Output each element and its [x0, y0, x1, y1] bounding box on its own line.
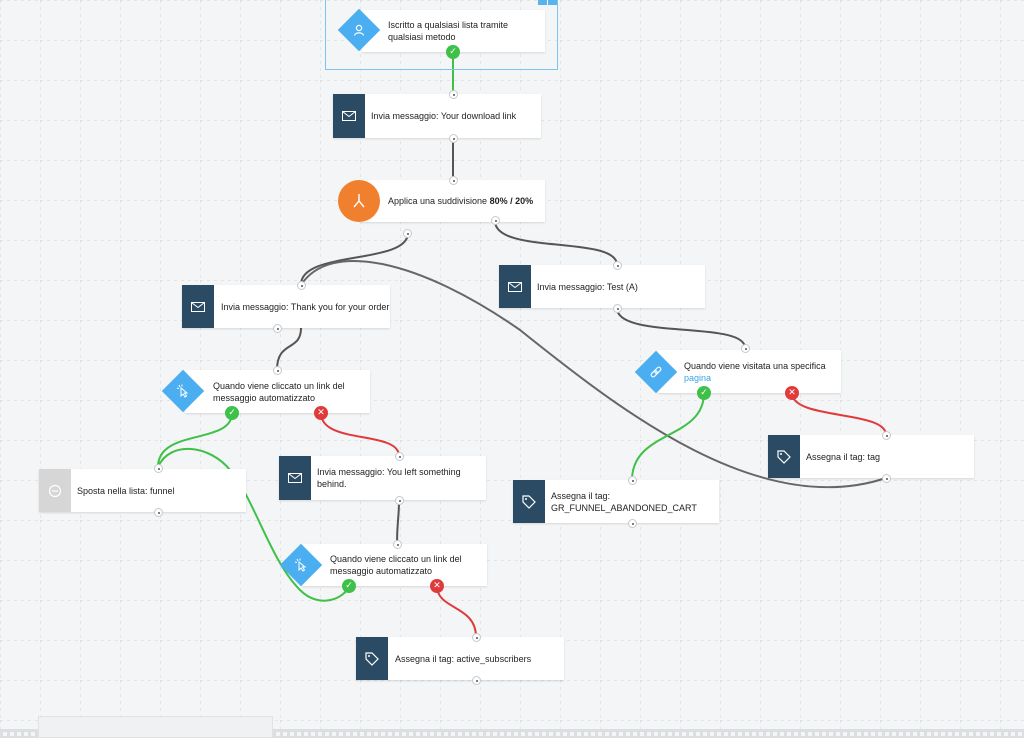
click1-icon-badge [161, 369, 205, 413]
port-in-click1[interactable] [273, 366, 282, 375]
port-in-active[interactable] [472, 633, 481, 642]
click1-no-x-icon[interactable]: ✕ [314, 406, 328, 420]
send-left-something-node[interactable]: Invia messaggio: You left something behi… [279, 456, 486, 500]
move-to-list-label: Sposta nella lista: funnel [77, 485, 175, 496]
envelope-icon [499, 265, 531, 308]
split-label-prefix: Applica una suddivisione [388, 196, 490, 206]
link-icon [649, 365, 663, 379]
connector-long-curve [300, 259, 887, 489]
connector-left-click2 [396, 499, 400, 545]
assign-tag-tag-node[interactable]: Assegna il tag: tag [768, 435, 974, 478]
port-in-split[interactable] [449, 176, 458, 185]
port-out-test[interactable] [613, 304, 622, 313]
port-out-move[interactable] [154, 508, 163, 517]
trigger-success-check-icon: ✓ [446, 45, 460, 59]
port-out-left[interactable] [395, 496, 404, 505]
tag-icon [356, 637, 388, 680]
click2-label-line1: Quando viene cliccato un link del [330, 554, 462, 564]
copy-icon[interactable] [538, 0, 547, 5]
send-thank-you-label: Invia messaggio: Thank you for your orde… [221, 301, 390, 312]
connector-click1-no-left [320, 412, 400, 457]
send-download-link-label: Invia messaggio: Your download link [371, 111, 517, 121]
minus-circle-icon [39, 469, 71, 512]
person-icon [352, 23, 366, 37]
delete-icon[interactable] [548, 0, 557, 5]
send-test-label: Invia messaggio: Test (A) [537, 281, 638, 292]
click1-label-line2: messaggio automatizzato [213, 392, 316, 403]
envelope-icon [333, 94, 365, 138]
click1-label-line1: Quando viene cliccato un link del [213, 380, 345, 391]
cursor-click-icon [294, 558, 308, 572]
port-in-left[interactable] [395, 452, 404, 461]
click-link-condition-node-2[interactable]: Quando viene cliccato un link del messag… [302, 544, 487, 586]
send-download-link-node[interactable]: Invia messaggio: Your download link [333, 94, 541, 138]
cursor-click-icon [176, 384, 190, 398]
send-left-label-line1: Invia messaggio: You left something [317, 467, 461, 477]
connector-visit-no-tag [791, 392, 887, 436]
assign-tag-funnel-node[interactable]: Assegna il tag: GR_FUNNEL_ABANDONED_CART [513, 480, 719, 523]
port-in-thanks[interactable] [297, 281, 306, 290]
port-in-move[interactable] [154, 464, 163, 473]
envelope-icon [182, 285, 214, 328]
selection-tools[interactable] [538, 0, 557, 5]
send-thank-you-node[interactable]: Invia messaggio: Thank you for your orde… [182, 285, 390, 328]
connector-split-test [494, 220, 618, 266]
port-out-funnel[interactable] [628, 519, 637, 528]
port-in-send1[interactable] [449, 90, 458, 99]
click2-icon-badge [279, 543, 323, 587]
visit-label-link[interactable]: pagina [684, 372, 712, 383]
visit-page-condition-node[interactable]: Quando viene visitata una specifica pagi… [658, 350, 841, 393]
connector-click2-no-active [436, 585, 477, 638]
split-node[interactable]: Applica una suddivisione 80% / 20% [360, 180, 545, 222]
port-in-tag-tag[interactable] [882, 431, 891, 440]
send-left-label-line2: behind. [317, 479, 347, 489]
assign-tag-active-label: Assegna il tag: active_subscribers [395, 653, 532, 664]
connector-test-visit [616, 307, 746, 349]
visit-no-x-icon[interactable]: ✕ [785, 386, 799, 400]
move-to-list-node[interactable]: Sposta nella lista: funnel [39, 469, 246, 512]
click2-yes-check-icon[interactable]: ✓ [342, 579, 356, 593]
port-out-send1[interactable] [449, 134, 458, 143]
port-out-split-a[interactable] [403, 229, 412, 238]
trigger-icon-badge [337, 8, 381, 52]
click1-yes-check-icon[interactable]: ✓ [225, 406, 239, 420]
visit-label-line1: Quando viene visitata una specifica [684, 360, 826, 371]
assign-tag-funnel-line1: Assegna il tag: [551, 490, 611, 501]
click2-no-x-icon[interactable]: ✕ [430, 579, 444, 593]
assign-tag-active-node[interactable]: Assegna il tag: active_subscribers [356, 637, 564, 680]
port-out-active[interactable] [472, 676, 481, 685]
connector-click1-green-curve [157, 447, 350, 602]
trigger-selection-frame [325, 0, 558, 70]
split-ratio: 80% / 20% [489, 196, 534, 206]
assign-tag-tag-label: Assegna il tag: tag [806, 451, 881, 462]
visit-yes-check-icon[interactable]: ✓ [697, 386, 711, 400]
port-in-visit[interactable] [741, 344, 750, 353]
bottom-panel[interactable] [38, 716, 273, 738]
connector-click1-yes-move [157, 412, 233, 468]
trigger-label-line1: Iscritto a qualsiasi lista tramite [388, 20, 509, 30]
connector-visit-yes-funnel [631, 392, 705, 481]
split-label: Applica una suddivisione 80% / 20% [388, 195, 533, 207]
tag-icon [768, 435, 800, 478]
assign-tag-funnel-line2: GR_FUNNEL_ABANDONED_CART [551, 502, 697, 513]
click-link-condition-node-1[interactable]: Quando viene cliccato un link del messag… [185, 370, 370, 413]
connector-thanks-click1 [276, 327, 302, 371]
port-in-click2[interactable] [393, 540, 402, 549]
click2-label-line2: messaggio automatizzato [330, 566, 433, 576]
port-out-tag-tag[interactable] [882, 474, 891, 483]
port-out-split-b[interactable] [491, 216, 500, 225]
port-in-test[interactable] [613, 261, 622, 270]
port-in-funnel[interactable] [628, 476, 637, 485]
envelope-icon [279, 456, 311, 500]
visit-icon-badge [634, 350, 678, 394]
port-out-thanks[interactable] [273, 324, 282, 333]
connector-split-thanks [299, 232, 409, 286]
split-icon [338, 180, 380, 222]
send-test-node[interactable]: Invia messaggio: Test (A) [499, 265, 705, 308]
trigger-label-line2: qualsiasi metodo [388, 32, 456, 42]
tag-icon [513, 480, 545, 523]
